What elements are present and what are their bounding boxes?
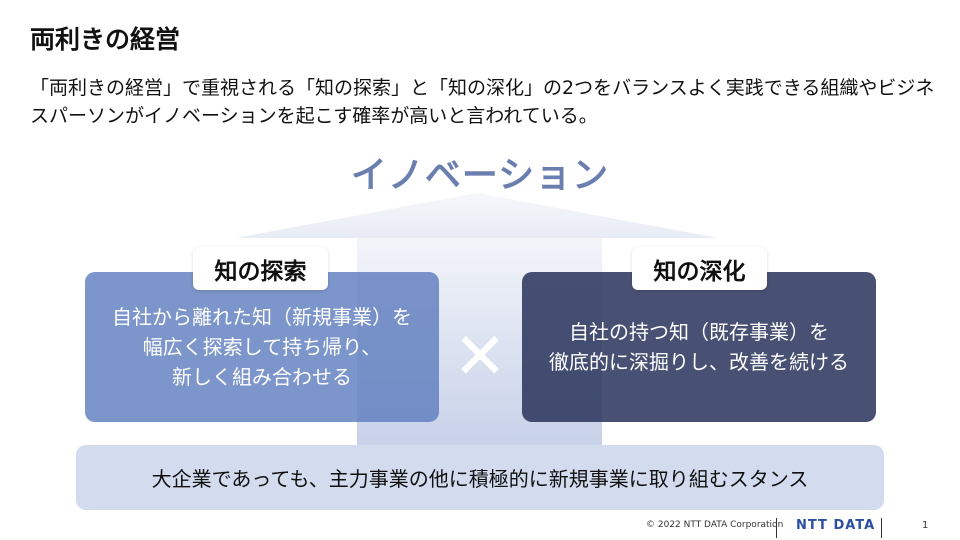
exploitation-line: 徹底的に深掘りし、改善を続ける bbox=[549, 350, 849, 374]
page-number: 1 bbox=[922, 520, 929, 531]
divider bbox=[776, 518, 777, 538]
ntt-data-logo: NTT DATA bbox=[796, 518, 876, 533]
exploration-line: 幅広く探索して持ち帰り、 bbox=[142, 335, 382, 359]
exploration-line: 自社から離れた知（新規事業）を bbox=[112, 305, 412, 329]
foundation-bar: 大企業であっても、主力事業の他に積極的に新規事業に取り組むスタンス bbox=[76, 445, 884, 510]
cross-icon: ✕ bbox=[453, 320, 507, 394]
innovation-heading: イノベーション bbox=[350, 155, 610, 196]
exploitation-tag: 知の深化 bbox=[632, 247, 767, 290]
exploitation-box: 自社の持つ知（既存事業）を 徹底的に深掘りし、改善を続ける bbox=[522, 272, 876, 422]
exploration-line: 新しく組み合わせる bbox=[172, 365, 352, 389]
slide-title: 両利きの経営 bbox=[30, 25, 181, 54]
roof-shape bbox=[236, 193, 718, 238]
exploration-box: 自社から離れた知（新規事業）を 幅広く探索して持ち帰り、 新しく組み合わせる bbox=[85, 272, 439, 422]
lead-text: 「両利きの経営」で重視される「知の探索」と「知の深化」の2つをバランスよく実践で… bbox=[30, 77, 935, 127]
divider bbox=[881, 518, 882, 538]
exploration-tag: 知の探索 bbox=[193, 247, 328, 290]
exploitation-line: 自社の持つ知（既存事業）を bbox=[569, 320, 829, 344]
copyright: © 2022 NTT DATA Corporation bbox=[646, 520, 784, 530]
